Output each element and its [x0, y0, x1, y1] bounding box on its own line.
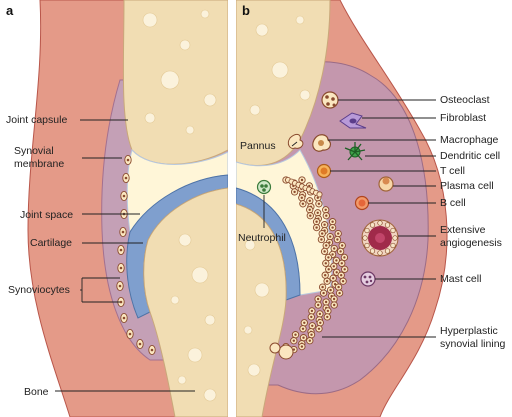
synoviocyte-row — [116, 154, 156, 356]
label-neutrophil: Neutrophil — [238, 232, 286, 244]
pannus-notch — [287, 133, 304, 149]
panel-divider — [228, 0, 236, 417]
mast-cell — [360, 271, 376, 287]
panel-label-b: b — [242, 3, 250, 18]
blood-vessel — [361, 219, 399, 257]
label-pannus: Pannus — [240, 140, 276, 152]
dendritic-cell — [344, 142, 366, 161]
label-dendritic-cell: Dendritic cell — [440, 150, 500, 162]
bone-pores — [142, 9, 311, 402]
label-joint-space: Joint space — [20, 209, 73, 221]
label-osteoclast: Osteoclast — [440, 94, 490, 106]
plasma-cell — [378, 176, 394, 192]
leader-lines — [55, 99, 436, 392]
label-plasma-cell: Plasma cell — [440, 180, 494, 192]
lining-edge-cells — [269, 342, 294, 360]
label-hyperplastic-line2: synovial lining — [440, 338, 506, 350]
label-fibroblast: Fibroblast — [440, 112, 486, 124]
label-joint-capsule: Joint capsule — [6, 114, 67, 126]
label-synovial-membrane-line1: Synovial — [14, 145, 54, 157]
label-angiogenesis-line2: angiogenesis — [440, 237, 502, 249]
label-synovial-membrane-line2: membrane — [14, 158, 64, 170]
label-b-cell: B cell — [440, 197, 466, 209]
neutrophil-cell — [256, 179, 272, 195]
macrophage-cell — [312, 134, 332, 152]
b-cell — [354, 195, 370, 211]
label-mast-cell: Mast cell — [440, 273, 481, 285]
label-macrophage: Macrophage — [440, 134, 499, 146]
t-cell — [316, 163, 332, 179]
label-hyperplastic-line1: Hyperplastic — [440, 325, 498, 337]
hyperplastic-lining-cells — [282, 176, 349, 354]
lower-bone-left — [143, 187, 229, 417]
osteoclast-cell — [321, 91, 339, 109]
label-cartilage: Cartilage — [30, 237, 72, 249]
panel-label-a: a — [6, 3, 14, 18]
label-bone: Bone — [24, 386, 49, 398]
label-t-cell: T cell — [440, 165, 465, 177]
label-synoviocytes: Synoviocytes — [8, 284, 70, 296]
label-angiogenesis-line1: Extensive — [440, 224, 486, 236]
fibroblast-cell — [339, 112, 367, 129]
